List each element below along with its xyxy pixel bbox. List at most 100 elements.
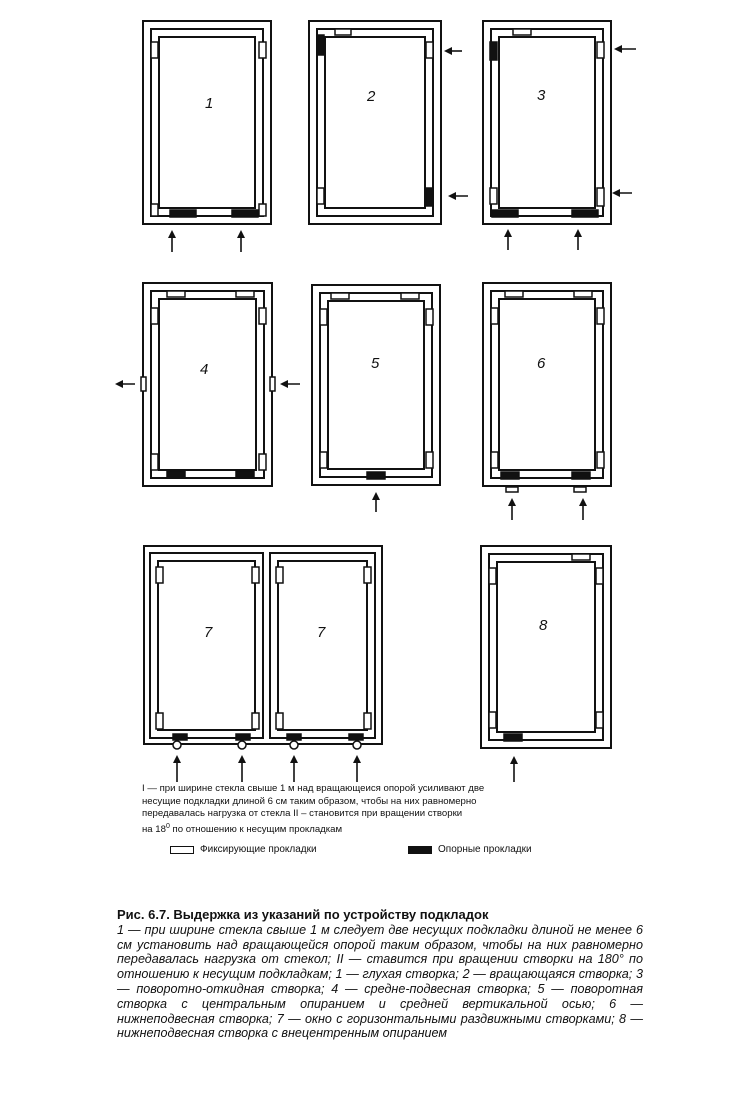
fixing-pad — [166, 290, 186, 298]
window-number-6: 6 — [537, 355, 546, 372]
fixing-pad — [251, 566, 260, 584]
window-1-inner-frame — [150, 28, 264, 217]
window-3-inner-frame — [490, 28, 604, 217]
fixing-pad — [488, 711, 497, 729]
support-pad — [348, 733, 364, 741]
window-number-7-right: 7 — [317, 624, 326, 641]
support-pad — [235, 470, 255, 479]
roman-two-mark: II — [293, 808, 299, 819]
fixing-pad — [571, 553, 591, 561]
fixing-pad — [150, 453, 159, 471]
support-pad — [316, 34, 325, 56]
fixing-pad — [595, 567, 604, 585]
support-note: I — при ширине стекла свыше 1 м над вращ… — [142, 783, 612, 836]
fixing-pad — [595, 711, 604, 729]
window-5-outer-frame — [311, 284, 441, 486]
window-5-inner-frame — [319, 292, 433, 478]
fixing-pad — [155, 566, 164, 584]
window-2-inner-frame — [316, 28, 434, 217]
fixing-pad — [490, 451, 499, 469]
window-7-left-sash — [149, 552, 264, 739]
support-pad — [571, 209, 599, 218]
support-pad — [172, 733, 188, 741]
note-line-2: несущие подкладки длиной 6 см таким обра… — [142, 795, 477, 807]
window-4-inner-frame — [150, 290, 265, 479]
roller-wheel — [352, 740, 362, 750]
window-3-glass — [498, 36, 596, 209]
fixing-pad — [150, 307, 159, 325]
window-7-right-glass — [277, 560, 368, 731]
window-5-glass — [327, 300, 425, 470]
window-number-2: 2 — [366, 88, 376, 105]
fixing-pad — [330, 292, 350, 300]
fixing-pad — [425, 451, 434, 469]
fixing-pad — [363, 566, 372, 584]
caption-title: Рис. 6.7. Выдержка из указаний по устрой… — [117, 907, 489, 922]
window-number-8: 8 — [539, 617, 548, 634]
fixing-pad — [505, 486, 519, 493]
window-number-4: 4 — [200, 361, 208, 378]
fixing-pad — [258, 453, 267, 471]
fixing-pad — [512, 28, 532, 36]
fixing-pad — [251, 712, 260, 730]
fixing-pad — [319, 451, 328, 469]
fixing-pad-swatch — [170, 845, 194, 854]
fixing-pad — [573, 290, 593, 298]
fixing-pad — [150, 41, 159, 59]
fixing-pad — [400, 292, 420, 300]
support-pad — [503, 733, 523, 742]
support-pad — [571, 471, 591, 480]
window-number-1: 1 — [205, 95, 213, 112]
window-2-outer-frame — [308, 20, 442, 225]
window-8-inner-frame — [488, 553, 604, 741]
window-1-glass — [158, 36, 256, 209]
note-degree: 0 — [165, 822, 170, 830]
fixing-pad — [573, 486, 587, 493]
fixing-pad — [488, 567, 497, 585]
fixing-pad — [140, 376, 147, 392]
window-3-outer-frame — [482, 20, 612, 225]
note-line-4: на 18 — [142, 823, 166, 835]
window-7-outer-frame — [143, 545, 383, 745]
legend-fixing-label: Фиксирующие прокладки — [200, 844, 317, 855]
note-line-1: — при ширине стекла свыше 1 м над вращаю… — [147, 783, 485, 794]
fixing-pad — [596, 187, 605, 207]
caption-body: 1 — при ширине стекла свыше 1 м следует … — [117, 922, 643, 1041]
roller-wheel — [237, 740, 247, 750]
support-pad — [235, 733, 251, 741]
support-pad — [425, 187, 434, 207]
figure-caption: Рис. 6.7. Выдержка из указаний по устрой… — [117, 907, 643, 1041]
fixing-pad — [596, 451, 605, 469]
fixing-pad — [363, 712, 372, 730]
roman-one-mark: I — [142, 783, 145, 794]
window-4-outer-frame — [142, 282, 273, 487]
fixing-pad — [275, 566, 284, 584]
window-1-outer-frame — [142, 20, 272, 225]
window-6-glass — [498, 298, 596, 471]
support-pad — [169, 209, 197, 218]
note-line-4b: по отношению к несущим прокладкам — [169, 823, 343, 835]
support-pad — [500, 471, 520, 480]
fixing-pad — [504, 290, 524, 298]
fixing-pad — [269, 376, 276, 392]
window-2-glass — [324, 36, 426, 209]
roller-wheel — [289, 740, 299, 750]
legend-fixing: Фиксирующие прокладки — [170, 844, 317, 855]
fixing-pad — [150, 203, 159, 217]
support-pad-swatch — [408, 845, 432, 854]
legend-support: Опорные прокладки — [408, 844, 532, 855]
fixing-pad — [596, 307, 605, 325]
window-6-outer-frame — [482, 282, 612, 487]
fixing-pad — [319, 308, 328, 326]
window-7-left-glass — [157, 560, 256, 731]
fixing-pad — [235, 290, 255, 298]
note-line-3: передавалась нагрузка от стекла — [142, 808, 291, 819]
window-number-7-left: 7 — [204, 624, 213, 641]
fixing-pad — [258, 41, 267, 59]
support-pad — [166, 470, 186, 479]
window-8-glass — [496, 561, 596, 733]
support-pad — [489, 41, 498, 61]
fixing-pad — [316, 187, 325, 205]
window-7-right-sash — [269, 552, 376, 739]
